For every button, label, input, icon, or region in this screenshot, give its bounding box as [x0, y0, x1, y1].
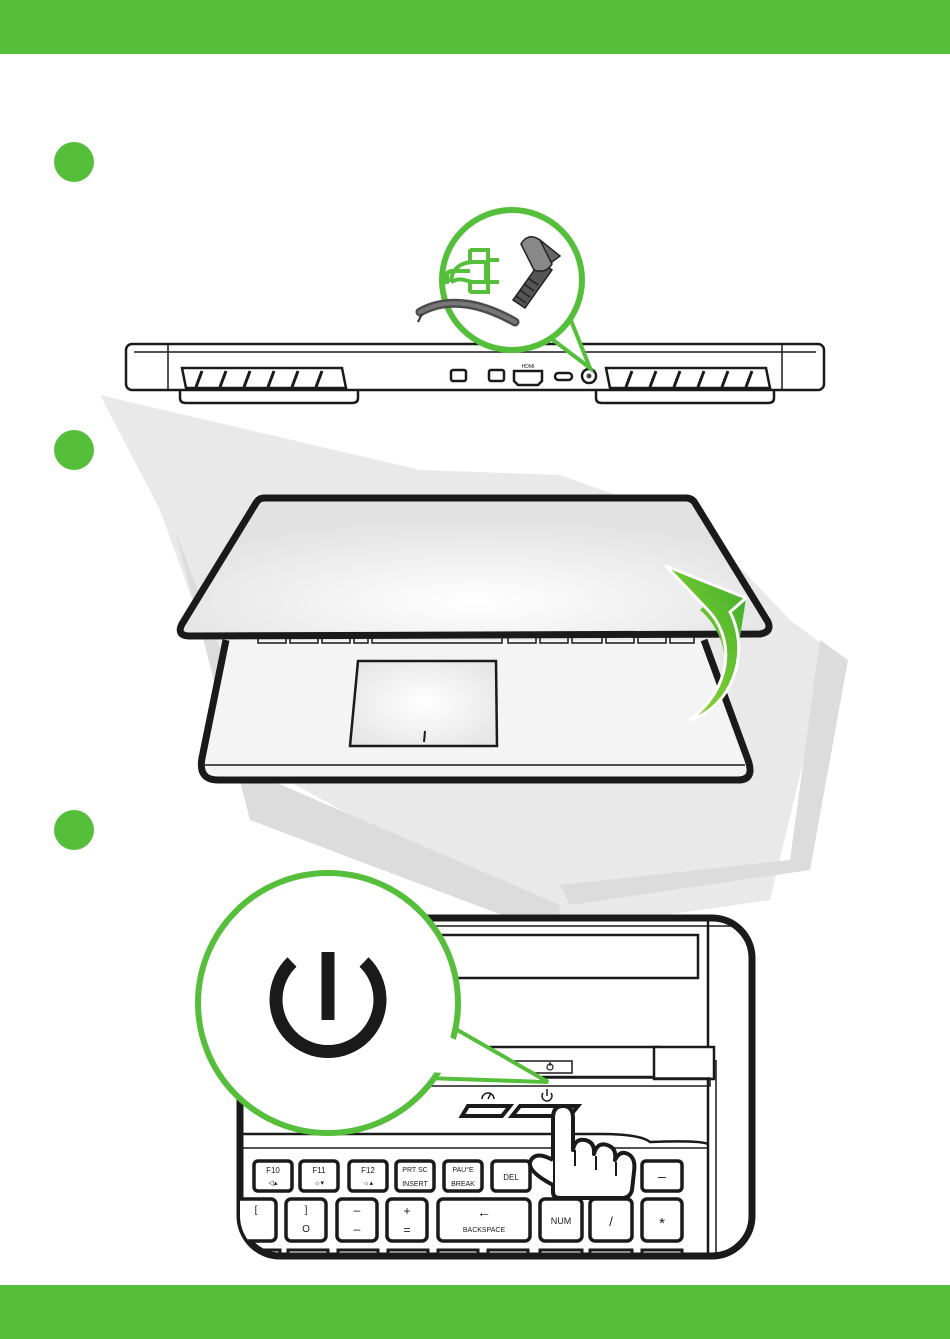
key-num-label: NUM — [551, 1216, 572, 1226]
key-f11-sub: ☼▾ — [314, 1180, 324, 1187]
key-backspace-label: BACKSPACE — [463, 1227, 506, 1234]
port-mini-displayport-1 — [451, 370, 466, 381]
key-break-label: BREAK — [451, 1181, 475, 1188]
key-minus[interactable]: – – — [337, 1199, 377, 1241]
port-usb-c — [555, 373, 572, 380]
key-pause-label: PAU°E — [452, 1166, 474, 1174]
key-f11-label: F11 — [312, 1166, 326, 1175]
key-numpad-minus-label: – — [658, 1168, 666, 1184]
step-1-marker — [54, 142, 94, 182]
touchpad — [350, 661, 497, 746]
key-insert-label: INSERT — [402, 1181, 428, 1188]
key-num[interactable]: NUM — [540, 1199, 582, 1241]
key-f12-label: F12 — [361, 1166, 375, 1175]
key-f12-sub: ☼▴ — [363, 1180, 373, 1187]
key-del-label: DEL — [503, 1173, 519, 1182]
key-numpad-slash[interactable]: / — [590, 1199, 632, 1241]
key-backspace-arrow: ← — [477, 1204, 491, 1220]
key-plus-sub: = — [403, 1223, 410, 1237]
key-f10-sub: ◁▴ — [269, 1180, 278, 1187]
step-3-marker — [54, 810, 94, 850]
key-prtsc[interactable]: PRT SC INSERT — [396, 1161, 434, 1191]
key-prtsc-label: PRT SC — [402, 1167, 427, 1174]
key-bracket-close-label: ] — [305, 1205, 308, 1216]
key-f10[interactable]: F10 ◁▴ — [254, 1161, 292, 1191]
laptop-rear-view: HDMI — [126, 344, 824, 403]
port-mini-displayport-2 — [489, 370, 504, 381]
key-f10-label: F10 — [266, 1166, 280, 1175]
step-2-marker — [54, 430, 94, 470]
key-minus-label: – — [354, 1203, 361, 1217]
key-del[interactable]: DEL — [492, 1161, 530, 1191]
key-bracket-close-sub: O — [302, 1224, 310, 1235]
key-numpad-minus[interactable]: – — [642, 1161, 682, 1191]
key-plus-label: + — [403, 1204, 410, 1218]
key-f12[interactable]: F12 ☼▴ — [349, 1161, 387, 1191]
key-numpad-star[interactable]: * — [642, 1199, 682, 1241]
key-numpad-slash-label: / — [609, 1214, 613, 1229]
port-dc-in — [582, 369, 596, 383]
performance-mode-button[interactable] — [462, 1106, 510, 1116]
key-bracket-open-label: [ — [255, 1205, 258, 1216]
hdmi-label: HDMI — [522, 364, 535, 370]
key-numpad-star-label: * — [659, 1215, 665, 1232]
key-pause[interactable]: PAU°E BREAK — [444, 1161, 482, 1191]
key-f11[interactable]: F11 ☼▾ — [300, 1161, 338, 1191]
key-backspace[interactable]: ← BACKSPACE — [438, 1199, 530, 1241]
key-plus[interactable]: + = — [387, 1199, 427, 1241]
key-bracket-close[interactable]: ] O — [286, 1199, 326, 1241]
key-minus-sub: – — [354, 1222, 361, 1236]
